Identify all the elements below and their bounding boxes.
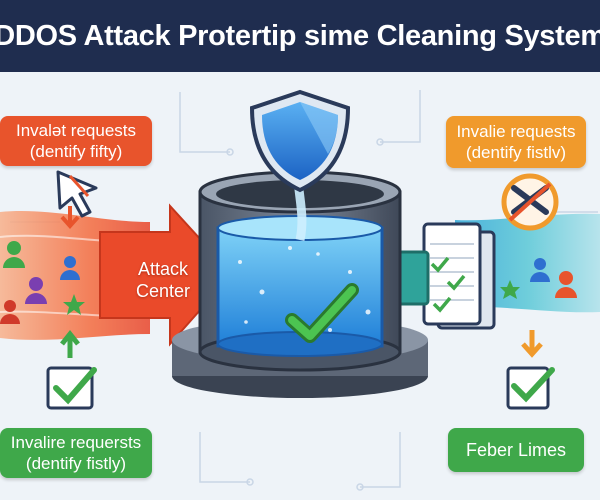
attack-center-line1: Attack — [137, 259, 189, 279]
check-icon — [46, 366, 97, 410]
cleaning-tank — [172, 161, 428, 398]
star-icon — [500, 280, 520, 299]
user-icon — [555, 271, 577, 298]
diagram-canvas: Attack Center Invalət requests (dentify … — [0, 72, 600, 500]
diagram-artwork — [0, 89, 600, 491]
label-invalid-requests-bottom-left: Invalire requersts (dentify fistly) — [0, 428, 152, 478]
user-icon — [25, 277, 47, 304]
check-icon — [506, 366, 555, 410]
up-arrow-icon — [60, 329, 80, 358]
label-invalid-requests-top-left: Invalət requests (dentify fifty) — [0, 116, 152, 166]
label-line1: Feber Limes — [465, 439, 567, 460]
user-icon — [3, 241, 25, 268]
page-title: DDOS Attack Protertip sime Cleaning Syst… — [0, 19, 600, 52]
down-arrow-icon — [521, 330, 543, 358]
label-invalid-requests-top-right: Invalie requests (dentify fistlv) — [446, 116, 586, 168]
attack-center-label: Attack Center — [118, 258, 208, 302]
label-line1: Invalire requersts — [10, 433, 142, 452]
label-line2: (dentify fistlv) — [465, 143, 567, 162]
label-line2: (dentify fistly) — [25, 454, 127, 473]
user-icon — [0, 300, 20, 324]
user-icon — [530, 258, 550, 282]
attack-center-line2: Center — [135, 281, 191, 301]
user-icon — [60, 256, 80, 280]
cursor-icon — [56, 170, 98, 218]
star-icon — [63, 294, 85, 315]
down-arrow-icon — [60, 206, 80, 230]
header-bar: DDOS Attack Protertip sime Cleaning Syst… — [0, 0, 600, 72]
label-feber-limes: Feber Limes — [448, 428, 584, 472]
label-line1: Invalie requests — [456, 122, 576, 141]
outlet-pipe — [396, 250, 430, 306]
shield-icon — [249, 89, 351, 193]
blocked-tool-icon — [501, 173, 559, 231]
document-icon — [422, 222, 496, 330]
label-line1: Invalət requests — [15, 121, 136, 140]
label-line2: (dentify fifty) — [29, 142, 123, 161]
